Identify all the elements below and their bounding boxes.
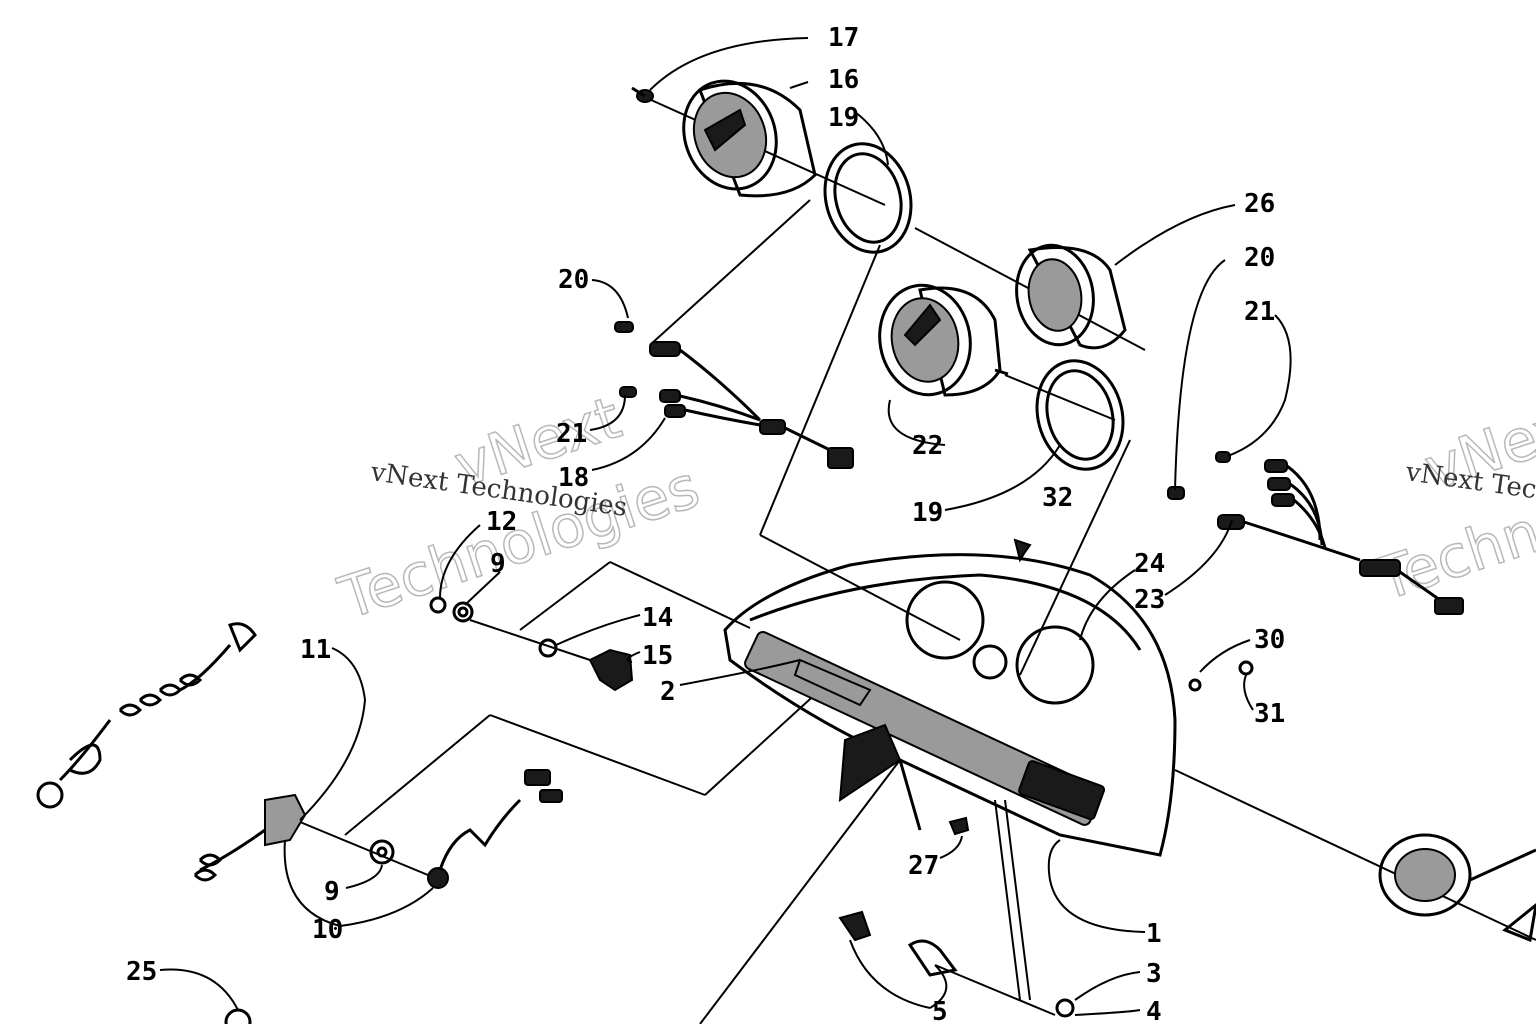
callout-11: 11 xyxy=(300,635,331,665)
callout-2: 2 xyxy=(660,677,676,707)
bezel-ring-19-upper xyxy=(823,142,913,254)
callout-22: 22 xyxy=(912,431,943,461)
bezel-ring-19-lower xyxy=(1035,359,1125,471)
gauge-housing-right xyxy=(1378,833,1536,943)
callout-14: 14 xyxy=(642,603,673,633)
callout-5: 5 xyxy=(932,997,948,1024)
gauge-housing-26 xyxy=(1015,243,1127,350)
dash-console-1 xyxy=(723,553,1177,857)
callout-19-upper: 19 xyxy=(828,103,859,133)
screw-27 xyxy=(948,816,970,836)
callout-31: 31 xyxy=(1254,699,1285,729)
callout-9-upper: 9 xyxy=(490,549,506,579)
callout-30: 30 xyxy=(1254,625,1285,655)
callout-3: 3 xyxy=(1146,959,1162,989)
speedometer-gauge-22 xyxy=(878,283,1009,397)
wiring-harness-23 xyxy=(1167,451,1464,615)
callout-21-left: 21 xyxy=(556,419,587,449)
wire-lead xyxy=(438,769,563,871)
callout-1: 1 xyxy=(1146,919,1162,949)
nut-3 xyxy=(1055,998,1075,1018)
callout-15: 15 xyxy=(642,641,673,671)
callout-16: 16 xyxy=(828,65,859,95)
leader-lines xyxy=(159,37,1292,1016)
callout-12: 12 xyxy=(486,507,517,537)
knob-5 xyxy=(838,910,958,977)
wiring-harness-18 xyxy=(614,321,854,469)
callout-19-lower: 19 xyxy=(912,498,943,528)
callout-4: 4 xyxy=(1146,997,1162,1024)
callout-20-right: 20 xyxy=(1244,243,1275,273)
callout-20-left: 20 xyxy=(558,265,589,295)
clip-25 xyxy=(224,1008,252,1024)
screw-32 xyxy=(1013,538,1032,563)
callout-26: 26 xyxy=(1244,189,1275,219)
washer-9-upper xyxy=(452,601,474,623)
nut-10 xyxy=(427,867,449,889)
callout-25: 25 xyxy=(126,957,157,987)
washer-9-lower xyxy=(369,839,395,865)
callout-27: 27 xyxy=(908,851,939,881)
callout-18: 18 xyxy=(558,463,589,493)
callout-17: 17 xyxy=(828,23,859,53)
tachometer-gauge-16 xyxy=(682,79,817,198)
key-cable-11 xyxy=(36,622,257,809)
callout-23: 23 xyxy=(1134,585,1165,615)
callout-21-right: 21 xyxy=(1244,297,1275,327)
callout-9-lower: 9 xyxy=(324,877,340,907)
switch-nut-12 xyxy=(429,596,447,614)
callout-10: 10 xyxy=(312,915,343,945)
screw-31 xyxy=(1238,660,1254,676)
washer-14 xyxy=(538,638,558,658)
washer-30 xyxy=(1188,678,1202,692)
callout-labels: 17 16 19 26 20 20 21 21 18 22 19 32 24 2… xyxy=(126,23,1285,1024)
key-switch-assembly xyxy=(193,793,307,882)
callout-32: 32 xyxy=(1042,483,1073,513)
assembly-lines xyxy=(299,94,1536,1024)
callout-24: 24 xyxy=(1134,549,1165,579)
bulb-part-17 xyxy=(631,86,654,103)
toggle-switch-15 xyxy=(588,648,634,692)
